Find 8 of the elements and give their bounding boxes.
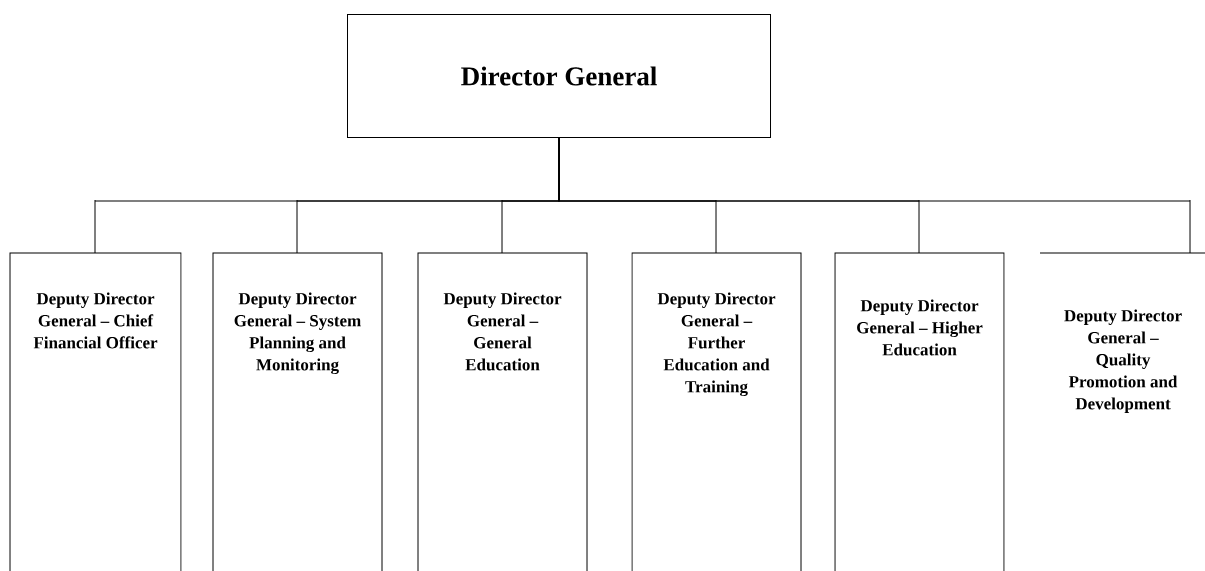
connector-line: [558, 137, 1191, 254]
position-box: Deputy Director General – System Planning and Monitoring: [212, 252, 383, 571]
title-box: Director General: [347, 14, 771, 138]
position-box: Deputy Director General – Further Education and Training: [631, 252, 802, 571]
position-box: Deputy Director General – General Education: [417, 252, 588, 571]
position-box: Deputy Director General – Quality Promotion and Development: [1039, 252, 1205, 413]
position-box: Deputy Director General – Chief Financial Officer: [9, 252, 182, 571]
position-box: Deputy Director General – Higher Education: [834, 252, 1005, 571]
